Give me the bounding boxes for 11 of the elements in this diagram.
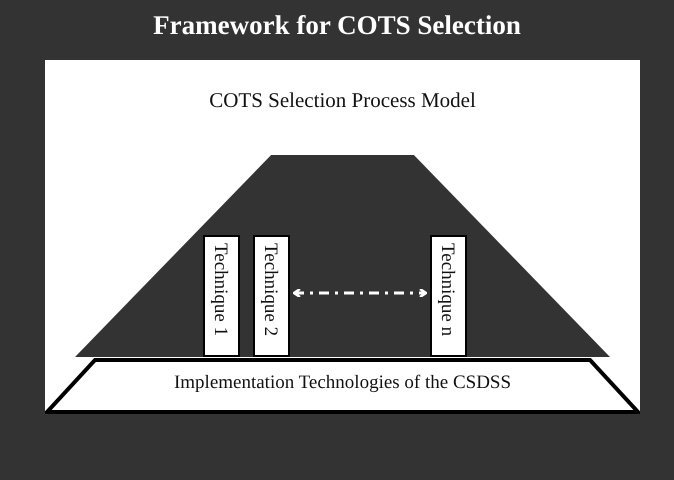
foundation-label: Implementation Technologies of the CSDSS xyxy=(172,372,512,394)
technique-box xyxy=(430,235,467,357)
double-arrow xyxy=(292,288,428,298)
process-model-panel xyxy=(45,60,640,412)
technique-label: Technique 2 xyxy=(259,243,281,336)
technique-label: Technique n xyxy=(436,243,458,336)
panel-title: Framework for COTS Selection xyxy=(152,10,522,41)
technique-box xyxy=(253,235,290,357)
technique-box xyxy=(203,235,240,357)
technique-label: Technique 1 xyxy=(209,243,231,336)
panel-heading: COTS Selection Process Model xyxy=(208,88,477,113)
